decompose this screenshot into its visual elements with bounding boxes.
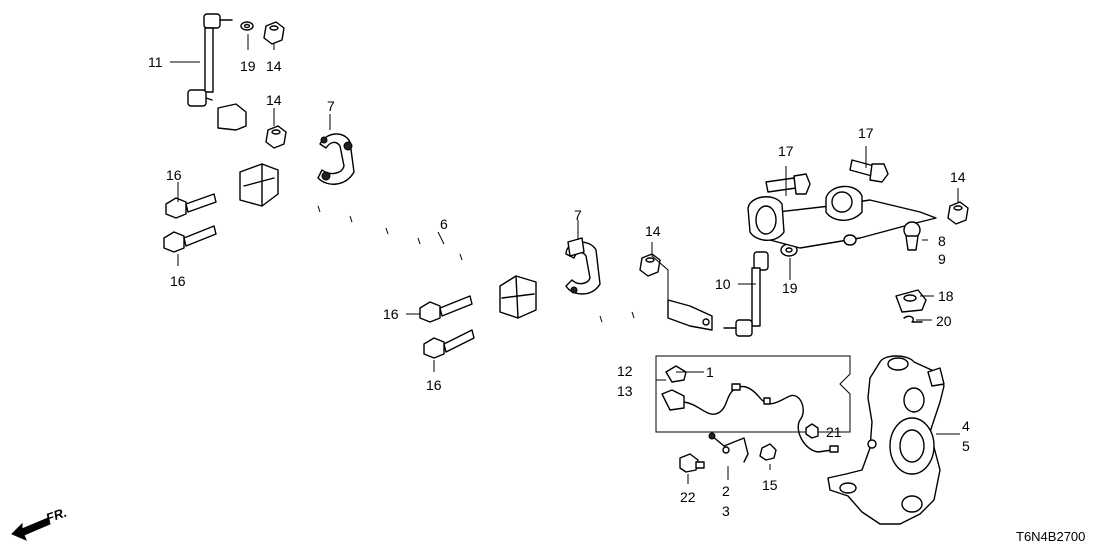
callout-12: 12 [617,363,633,379]
callout-1: 1 [706,364,714,380]
flange-bolt[interactable] [679,453,705,473]
self-lock-nut[interactable] [263,21,285,45]
callout-22: 22 [680,489,696,505]
callout-11: 11 [148,54,163,70]
stabilizer-bar[interactable] [217,103,716,331]
sensor-bolt[interactable] [805,423,819,439]
callout-7: 7 [327,98,335,114]
flange-bolt[interactable] [765,173,811,195]
callout-18: 18 [938,288,954,304]
callout-21: 21 [826,424,842,440]
flange-bolt[interactable] [165,193,217,219]
sensor-group-frame [655,355,851,433]
flange-bolt[interactable] [849,159,889,183]
callout-10: 10 [715,276,731,292]
callout-16: 16 [170,273,186,289]
callout-14: 14 [950,169,966,185]
callout-4: 4 [962,418,970,434]
callout-7: 7 [574,207,582,223]
bar-bushing-right[interactable] [499,275,537,319]
callout-13: 13 [617,383,633,399]
callout-3: 3 [722,503,730,519]
flange-bolt[interactable] [423,329,475,359]
callout-16: 16 [426,377,442,393]
front-direction-arrow: FR. [11,505,69,541]
flange-bolt[interactable] [163,225,217,253]
boot-protector[interactable] [895,289,927,313]
sensor-clip[interactable] [665,365,687,383]
callout-14: 14 [266,58,282,74]
abs-sensor[interactable] [661,383,839,453]
direction-label: FR. [44,505,69,526]
self-lock-nut[interactable] [639,253,661,277]
bolt[interactable] [759,443,777,461]
callout-17: 17 [778,143,794,159]
self-lock-nut[interactable] [265,125,287,149]
flange-bolt[interactable] [419,295,473,323]
leader-lines [170,34,960,484]
callout-2: 2 [722,483,730,499]
upper-control-arm[interactable] [747,185,937,251]
callout-14: 14 [266,92,282,108]
callout-19: 19 [240,58,256,74]
washer[interactable] [240,21,254,31]
callout-16: 16 [166,167,182,183]
callout-9: 9 [938,251,946,267]
callout-labels: 11 19 14 14 7 16 16 6 7 14 16 16 10 19 1… [148,54,970,519]
callout-5: 5 [962,438,970,454]
bar-bushing-left[interactable] [239,163,279,207]
bushing-bracket-upper[interactable] [317,133,355,185]
stabilizer-link-upper[interactable] [187,13,233,107]
callout-16: 16 [383,306,399,322]
callout-6: 6 [440,216,448,232]
callout-14: 14 [645,223,661,239]
sensor-bracket[interactable] [708,432,749,463]
callout-17: 17 [858,125,874,141]
stabilizer-link-lower[interactable] [723,251,769,337]
bushing-bracket-lower[interactable] [565,237,601,295]
steering-knuckle[interactable] [827,355,945,525]
callout-19: 19 [782,280,798,296]
cotter-pin[interactable] [903,315,923,323]
callout-8: 8 [938,233,946,249]
callout-20: 20 [936,313,952,329]
diagram-code: T6N4B2700 [1016,529,1085,544]
self-lock-nut[interactable] [947,201,969,225]
callout-15: 15 [762,477,778,493]
